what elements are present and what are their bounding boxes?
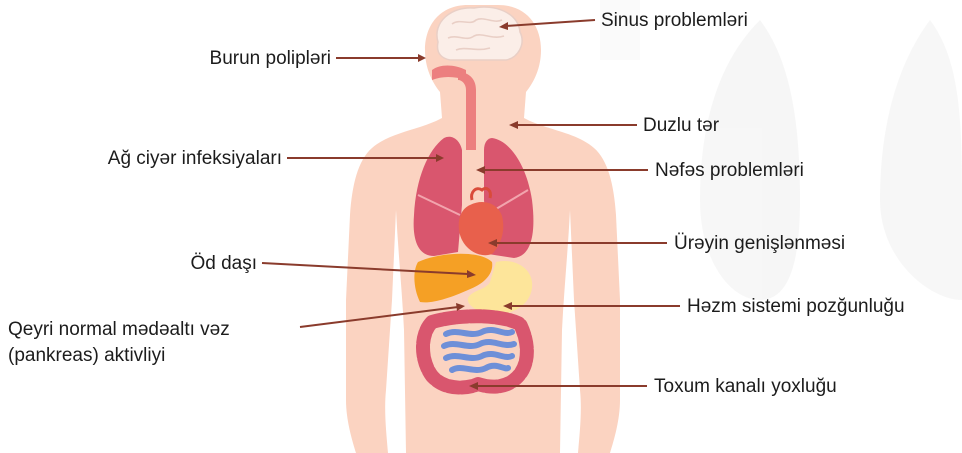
label-pankreas-line2: (pankreas) aktivliyi [8, 344, 165, 367]
label-ureyin-genislenmesi: Ürəyin genişlənməsi [674, 232, 845, 255]
label-duzlu-ter: Duzlu tər [643, 114, 719, 137]
label-sinus-problemleri: Sinus problemləri [601, 9, 748, 32]
brain [437, 7, 522, 60]
label-toxum-kanali: Toxum kanalı yoxluğu [654, 375, 837, 398]
label-nefes-problemleri: Nəfəs problemləri [655, 159, 804, 182]
label-burun-polipleri: Burun polipləri [210, 47, 331, 70]
label-pankreas-line1: Qeyri normal mədəaltı vəz [8, 318, 230, 341]
label-hezm-sistemi: Həzm sistemi pozğunluğu [687, 295, 905, 318]
label-agciyer-infeksiyalari: Ağ ciyər infeksiyaları [108, 147, 282, 170]
background-watermark [600, 0, 962, 300]
label-od-dasi: Öd daşı [190, 252, 257, 275]
leader-burun [336, 54, 426, 62]
